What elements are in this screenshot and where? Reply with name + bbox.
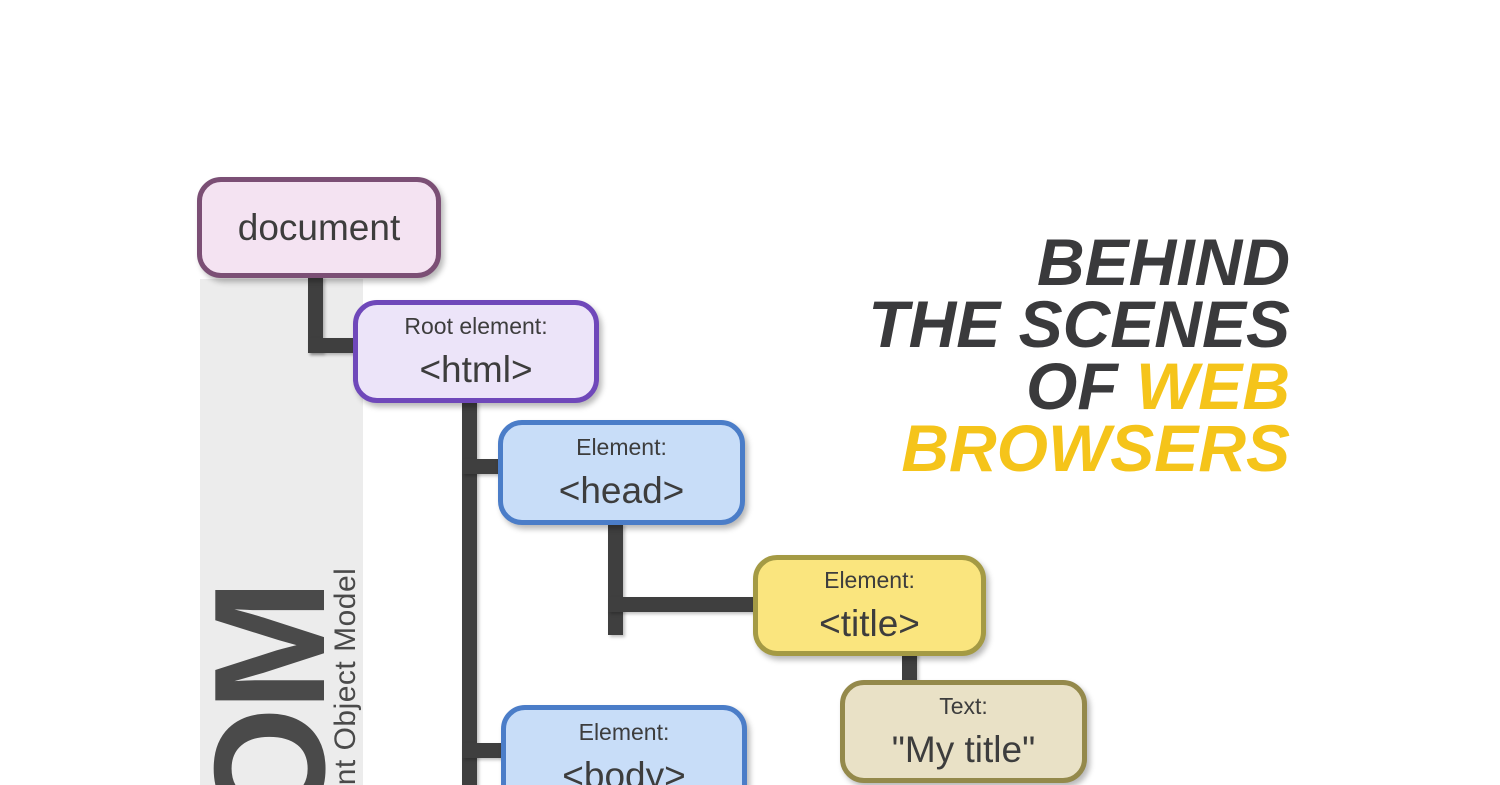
node-type-label: Root element:	[404, 312, 548, 339]
poster-title-segment: OF	[1026, 349, 1137, 423]
tree-node-root-element-html: Root element: <html>	[353, 300, 599, 403]
tree-node-element-head: Element: <head>	[498, 420, 745, 525]
poster-title-segment: BROWSERS	[901, 411, 1290, 485]
node-type-label: Element:	[824, 566, 915, 593]
poster-title: BEHIND THE SCENES OF WEB BROWSERS	[868, 229, 1290, 481]
poster-title-line: BROWSERS	[868, 415, 1290, 481]
dom-banner-bar	[200, 279, 363, 785]
poster-title-segment: WEB	[1136, 349, 1290, 423]
tree-node-element-title: Element: <title>	[753, 555, 986, 656]
node-tag: <head>	[558, 469, 685, 511]
node-tag: document	[237, 206, 401, 248]
node-type-label: Text:	[939, 692, 988, 719]
tree-node-text-my-title: Text: "My title"	[840, 680, 1087, 783]
tree-node-document: document	[197, 177, 441, 278]
node-type-label: Element:	[578, 718, 670, 745]
poster-title-segment: THE SCENES	[868, 287, 1290, 361]
node-tag: <body>	[562, 754, 686, 785]
connector-document-to-html-vertical	[308, 276, 323, 353]
connector-document-to-html-horizontal	[308, 338, 358, 353]
tree-node-element-body: Element: <body>	[501, 705, 747, 785]
connector-branch-to-body	[462, 743, 507, 758]
connector-title-to-text	[902, 652, 917, 684]
connector-head-to-title-horizontal	[608, 597, 758, 612]
connector-head-to-title-vertical	[608, 523, 623, 635]
poster-title-segment: BEHIND	[1036, 225, 1290, 299]
connector-html-trunk-vertical	[462, 401, 477, 785]
node-tag: <html>	[419, 348, 533, 390]
poster-title-line: BEHIND	[868, 229, 1290, 295]
poster-title-line: OF WEB	[868, 353, 1290, 419]
node-tag: <title>	[819, 602, 920, 644]
poster-title-line: THE SCENES	[868, 291, 1290, 357]
node-tag: "My title"	[891, 728, 1036, 770]
connector-branch-to-head	[462, 459, 504, 474]
dom-fullname-vertical-text: Document Object Model	[329, 567, 362, 785]
node-type-label: Element:	[576, 433, 667, 460]
